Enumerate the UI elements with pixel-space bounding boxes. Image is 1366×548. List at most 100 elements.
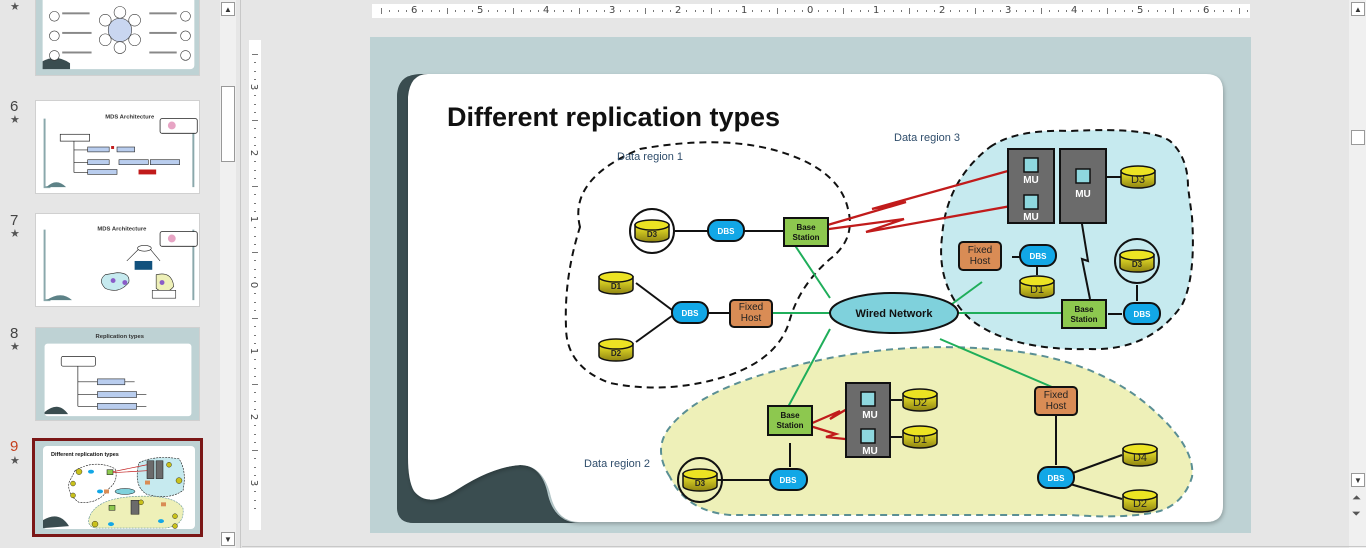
ruler-tick	[760, 10, 762, 12]
svg-text:Base: Base	[1074, 305, 1094, 314]
scroll-down-button[interactable]: ▼	[221, 532, 235, 546]
cylinder-top	[902, 425, 938, 437]
ruler-tick	[254, 441, 256, 443]
ruler-label: 2	[939, 5, 946, 16]
ruler-tick	[983, 10, 985, 12]
ruler-tick	[694, 10, 696, 12]
ruler-tick	[1181, 10, 1183, 12]
ruler-tick	[254, 144, 256, 146]
ruler-tick	[252, 54, 258, 55]
database-label: D1	[913, 434, 927, 446]
ruler-tick	[254, 235, 256, 237]
ruler-tick	[653, 10, 655, 12]
cylinder-top	[598, 271, 634, 283]
ruler-tick	[711, 8, 712, 14]
svg-text:MU: MU	[1023, 212, 1039, 223]
ruler-tick	[991, 10, 993, 12]
thumbnail-frame-selected[interactable]: Different replication types	[32, 438, 203, 537]
slide-canvas[interactable]: Different replication types Data region …	[370, 37, 1251, 533]
svg-text:Host: Host	[1046, 401, 1067, 412]
ruler-tick	[785, 10, 787, 12]
scroll-up-button[interactable]: ▲	[1351, 2, 1365, 16]
animation-star-icon: ★	[10, 114, 20, 126]
ruler-tick	[1032, 10, 1034, 12]
ruler-tick	[636, 10, 638, 12]
svg-text:DBS: DBS	[682, 309, 700, 318]
scroll-up-button[interactable]: ▲	[221, 2, 235, 16]
ruler-tick	[254, 301, 256, 303]
ruler-tick	[661, 10, 663, 12]
cylinder-top	[1019, 275, 1055, 287]
database-d1-r2: D1	[902, 425, 938, 449]
scrollbar-thumb[interactable]	[221, 86, 235, 162]
ruler-tick	[950, 10, 952, 12]
ruler-tick	[488, 10, 490, 12]
ruler-label: 6	[1203, 5, 1210, 16]
thumbnail-frame[interactable]: MDS Architecture	[35, 100, 200, 194]
database-d1-r3: D1	[1019, 275, 1055, 299]
ruler-tick	[702, 10, 704, 12]
database-d3-r3: D3	[1114, 238, 1160, 284]
ruler-tick	[1115, 10, 1117, 12]
svg-text:Fixed: Fixed	[739, 302, 763, 313]
ruler-tick	[686, 10, 688, 12]
thumbnail-scrollbar[interactable]: ▲ ▼	[220, 0, 236, 548]
ruler-tick	[254, 202, 256, 204]
ruler-tick	[254, 177, 256, 179]
thumbnail-frame[interactable]: Replication types	[35, 327, 200, 421]
previous-slide-button[interactable]: ⏶	[1352, 492, 1361, 504]
thumbnail-frame[interactable]	[35, 0, 200, 76]
ruler-tick	[254, 474, 256, 476]
ruler-tick	[801, 10, 803, 12]
ruler-tick	[504, 10, 506, 12]
scrollbar-thumb[interactable]	[1351, 130, 1365, 145]
ruler-tick	[834, 10, 836, 12]
ruler-tick	[818, 10, 820, 12]
ruler-tick	[254, 499, 256, 501]
ruler-tick	[603, 10, 605, 12]
database-label: D4	[1133, 452, 1147, 464]
ruler-tick	[1123, 10, 1125, 12]
data-region-3-label: Data region 3	[894, 132, 960, 144]
ruler-tick	[1024, 10, 1026, 12]
ruler-tick	[254, 161, 256, 163]
ruler-tick	[570, 10, 572, 12]
ruler-tick	[537, 10, 539, 12]
svg-text:Base: Base	[796, 223, 816, 232]
next-slide-button[interactable]: ⏷	[1352, 508, 1361, 520]
svg-text:Base: Base	[780, 411, 800, 420]
cylinder-top	[598, 338, 634, 350]
thumbnail-frame[interactable]: MDS Architecture	[35, 213, 200, 307]
base-station-region-3: Base Station	[1061, 299, 1107, 329]
dbs-region-1-top: DBS	[707, 219, 745, 242]
cylinder-top	[1119, 249, 1155, 261]
ruler-tick	[513, 8, 514, 14]
ruler-tick	[727, 10, 729, 12]
ruler-tick	[595, 10, 597, 12]
ruler-tick	[579, 8, 580, 14]
svg-text:MU: MU	[1075, 189, 1091, 200]
ruler-tick	[254, 334, 256, 336]
cylinder-top	[634, 219, 670, 231]
panel-divider[interactable]	[240, 0, 241, 548]
ruler-tick	[958, 10, 960, 12]
ruler-tick	[254, 243, 256, 245]
ruler-label: 0	[248, 281, 260, 289]
ruler-tick	[254, 408, 256, 410]
ruler-tick	[826, 10, 828, 12]
database-label: D2	[611, 349, 622, 358]
svg-text:DBS: DBS	[1048, 474, 1066, 483]
editor-scrollbar[interactable]: ▲ ▼ ⏶ ⏷	[1349, 0, 1366, 548]
svg-text:Replication types: Replication types	[95, 334, 144, 340]
ruler-tick	[1082, 10, 1084, 12]
scroll-down-icon: ▼	[224, 534, 232, 544]
ruler-tick	[892, 10, 894, 12]
scroll-down-button[interactable]: ▼	[1351, 473, 1365, 487]
ruler-label: 1	[873, 5, 880, 16]
ruler-tick	[1148, 10, 1150, 12]
replica-highlight-circle	[1114, 238, 1160, 284]
ruler-tick	[254, 491, 256, 493]
